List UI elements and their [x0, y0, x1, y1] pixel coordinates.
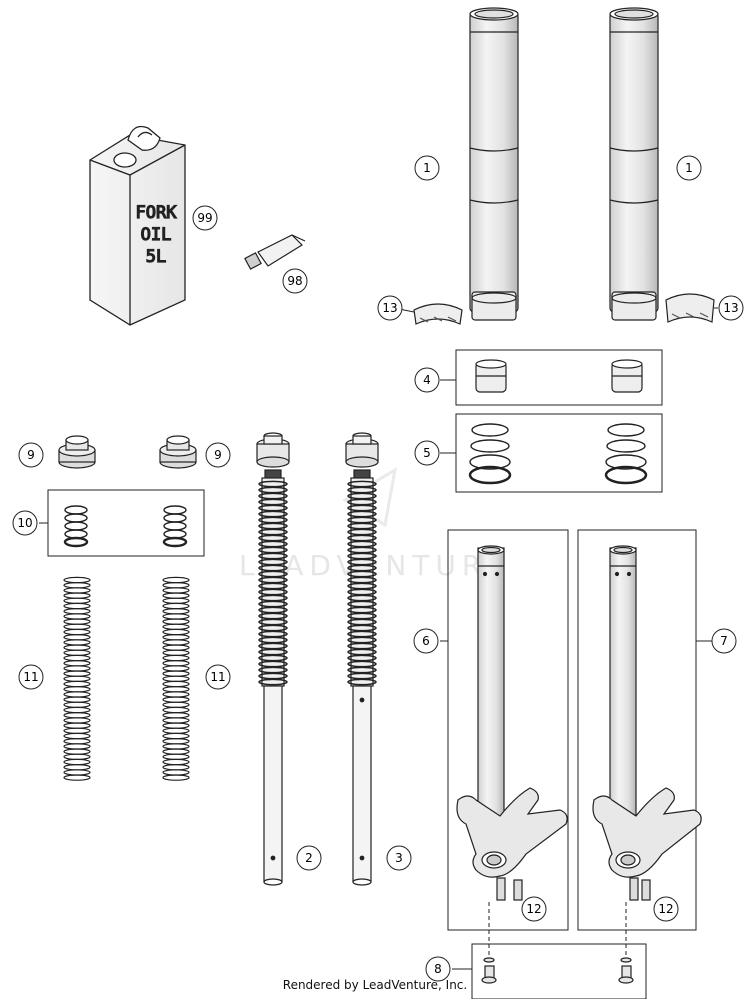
kit-box-8 — [471, 943, 647, 999]
footer-credit: Rendered by LeadVenture, Inc. — [282, 978, 468, 992]
svg-text:1: 1 — [423, 161, 431, 175]
svg-text:13: 13 — [723, 301, 738, 315]
bushing-left — [475, 359, 507, 393]
fork-spring-right — [162, 576, 190, 781]
callout-7: 7 — [711, 628, 737, 654]
kit-box-7 — [577, 529, 697, 931]
svg-text:6: 6 — [422, 634, 430, 648]
fork-oil-can: FORK OIL 5L — [89, 125, 186, 326]
can-label-line-2: OIL — [141, 225, 172, 245]
seal-set-right — [604, 423, 648, 485]
kit-box-5 — [455, 413, 663, 493]
svg-text:10: 10 — [17, 516, 32, 530]
callout-2: 2 — [296, 845, 322, 871]
can-label-line-3: 5L — [146, 247, 166, 267]
callout-9-left: 9 — [18, 442, 44, 468]
grease-tube — [244, 234, 306, 270]
callout-13-left: 13 — [377, 295, 403, 321]
svg-text:12: 12 — [658, 902, 673, 916]
callout-1-right: 1 — [676, 155, 702, 181]
svg-text:9: 9 — [214, 448, 222, 462]
callout-8: 8 — [425, 956, 451, 982]
svg-text:11: 11 — [210, 670, 225, 684]
callout-13-right: 13 — [718, 295, 744, 321]
svg-text:5: 5 — [423, 446, 431, 460]
svg-text:98: 98 — [287, 274, 302, 288]
callout-4: 4 — [414, 367, 440, 393]
callout-6: 6 — [413, 628, 439, 654]
callout-12-left: 12 — [521, 896, 547, 922]
inner-tube-left — [456, 545, 568, 901]
callout-12-right: 12 — [653, 896, 679, 922]
screw-cap-left — [58, 435, 96, 469]
spacer-set-right — [162, 505, 188, 548]
svg-text:7: 7 — [720, 634, 728, 648]
protection-ring-left — [413, 303, 463, 325]
outer-tube-right — [609, 7, 659, 321]
svg-text:13: 13 — [382, 301, 397, 315]
callout-98: 98 — [282, 268, 308, 294]
svg-text:11: 11 — [23, 670, 38, 684]
svg-text:12: 12 — [526, 902, 541, 916]
protection-ring-right — [665, 293, 715, 323]
callout-10: 10 — [12, 510, 38, 536]
callout-11-left: 11 — [18, 664, 44, 690]
svg-text:9: 9 — [27, 448, 35, 462]
kit-box-6 — [447, 529, 569, 931]
callout-9-right: 9 — [205, 442, 231, 468]
svg-text:2: 2 — [305, 851, 313, 865]
inner-tube-right — [592, 545, 702, 901]
kit-box-4 — [455, 349, 663, 406]
svg-text:1: 1 — [685, 161, 693, 175]
svg-text:3: 3 — [395, 851, 403, 865]
cartridge-coil-right — [347, 480, 377, 686]
svg-text:99: 99 — [197, 211, 212, 225]
svg-text:4: 4 — [423, 373, 431, 387]
callout-11-right: 11 — [205, 664, 231, 690]
callout-3: 3 — [386, 845, 412, 871]
axle-clamp-screws — [481, 957, 634, 984]
callout-5: 5 — [414, 440, 440, 466]
can-label-line-1: FORK — [136, 203, 178, 223]
callout-99: 99 — [192, 205, 218, 231]
fork-spring-left — [63, 576, 91, 781]
outer-tube-left — [469, 7, 519, 321]
callout-1-left: 1 — [414, 155, 440, 181]
svg-text:8: 8 — [434, 962, 442, 976]
cartridge-coil-left — [258, 480, 288, 686]
seal-set-left — [468, 423, 512, 485]
spacer-set-left — [63, 505, 89, 548]
bushing-right — [611, 359, 643, 393]
assembly-guide-lines — [488, 902, 627, 958]
screw-cap-right — [159, 435, 197, 469]
